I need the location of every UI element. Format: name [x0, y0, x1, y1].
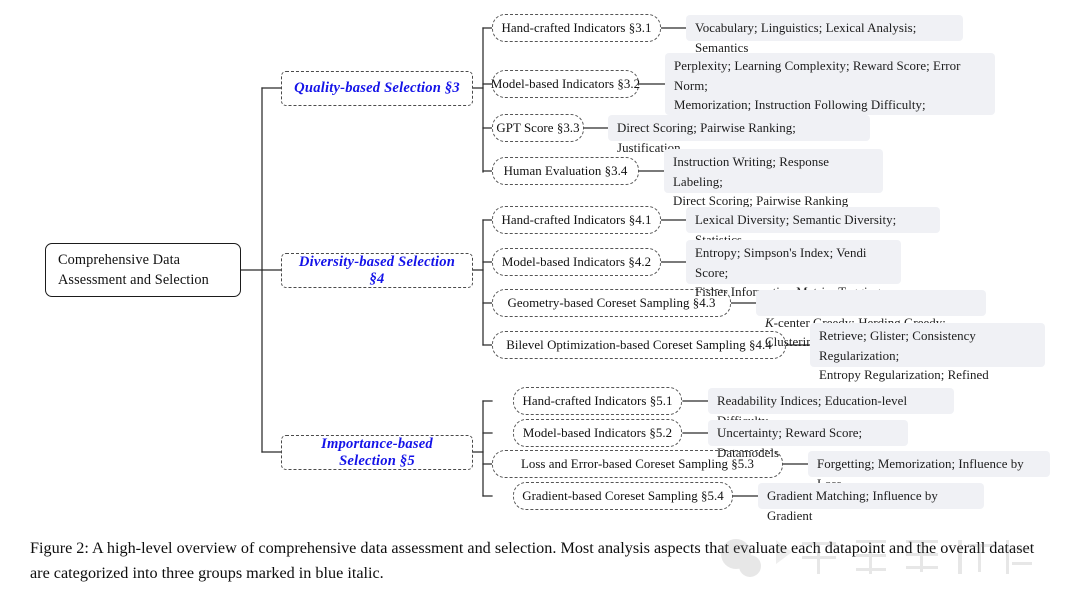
category-node-importance[interactable]: Importance-based Selection §5 [281, 435, 473, 470]
method-node-5-4[interactable]: Gradient-based Coreset Sampling §5.4 [513, 482, 733, 510]
method-node-5-1[interactable]: Hand-crafted Indicators §5.1 [513, 387, 682, 415]
method-node-5-2[interactable]: Model-based Indicators §5.2 [513, 419, 682, 447]
leaf-4-3: K-center Greedy; Herding Greedy; Cluster… [756, 290, 986, 349]
leaf-5-2: Uncertainty; Reward Score; Datamodels [708, 420, 908, 460]
method-node-3-1[interactable]: Hand-crafted Indicators §3.1 [492, 14, 661, 42]
method-node-3-3[interactable]: GPT Score §3.3 [492, 114, 584, 142]
root-line-1: Comprehensive Data [58, 251, 181, 268]
leaf-3-1: Vocabulary; Linguistics; Lexical Analysi… [686, 15, 963, 55]
method-node-4-3[interactable]: Geometry-based Coreset Sampling §4.3 [492, 289, 731, 317]
method-node-4-2[interactable]: Model-based Indicators §4.2 [492, 248, 661, 276]
leaf-5-1: Readability Indices; Education-level Dif… [708, 388, 954, 428]
method-node-4-4[interactable]: Bilevel Optimization-based Coreset Sampl… [492, 331, 786, 359]
leaf-3-4: Instruction Writing; Response Labeling; … [664, 149, 883, 208]
method-node-4-1[interactable]: Hand-crafted Indicators §4.1 [492, 206, 661, 234]
category-node-quality[interactable]: Quality-based Selection §3 [281, 71, 473, 106]
leaf-5-3: Forgetting; Memorization; Influence by L… [808, 451, 1050, 491]
method-node-5-3[interactable]: Loss and Error-based Coreset Sampling §5… [492, 450, 783, 478]
leaf-3-2: Perplexity; Learning Complexity; Reward … [665, 53, 995, 132]
method-node-3-2[interactable]: Model-based Indicators §3.2 [491, 70, 640, 98]
root-node[interactable]: Comprehensive Data Assessment and Select… [45, 243, 241, 297]
leaf-4-3-italic-prefix: K [765, 315, 774, 330]
leaf-4-2: Entropy; Simpson's Index; Vendi Score; F… [686, 240, 901, 299]
leaf-4-4: Retrieve; Glister; Consistency Regulariz… [810, 323, 1045, 402]
leaf-3-3: Direct Scoring; Pairwise Ranking; Justif… [608, 115, 870, 155]
figure-caption: Figure 2: A high-level overview of compr… [30, 539, 1035, 582]
root-line-2: Assessment and Selection [58, 272, 209, 288]
category-node-diversity[interactable]: Diversity-based Selection §4 [281, 253, 473, 288]
method-node-3-4[interactable]: Human Evaluation §3.4 [492, 157, 639, 185]
leaf-5-4: Gradient Matching; Influence by Gradient [758, 483, 984, 523]
leaf-4-1: Lexical Diversity; Semantic Diversity; S… [686, 207, 940, 247]
